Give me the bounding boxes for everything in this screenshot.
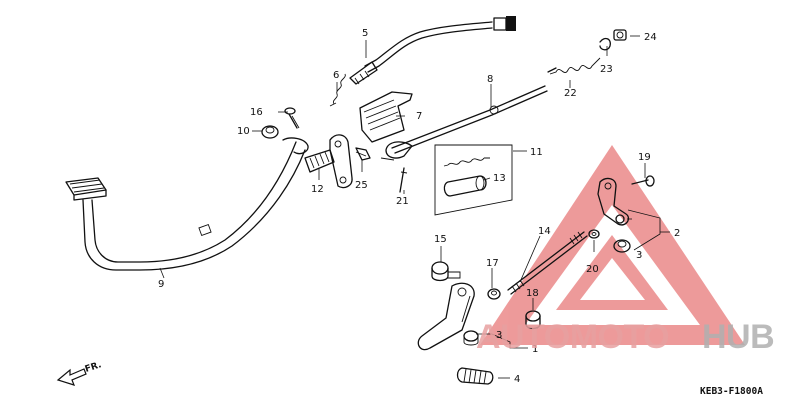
brake-lever-1 <box>417 282 475 351</box>
callout-1: 1 <box>532 344 538 355</box>
callout-7: 7 <box>416 111 422 122</box>
clip-23 <box>599 37 611 51</box>
brake-pedal <box>65 137 309 271</box>
watermark-text-automoto: AUTOMOTO <box>476 318 669 356</box>
callout-3-upper: 3 <box>636 250 642 261</box>
spring-6 <box>329 73 346 107</box>
front-direction-arrow: FR. <box>56 360 103 386</box>
callout-14: 14 <box>538 226 551 237</box>
callout-18: 18 <box>526 288 539 299</box>
leader-lines <box>159 35 670 379</box>
callout-17: 17 <box>486 258 499 269</box>
bolt-16 <box>284 107 300 129</box>
watermark-logo <box>480 145 745 345</box>
watermark-triangle-center <box>580 258 645 300</box>
callout-labels: 5 6 7 8 9 10 11 12 13 14 15 16 17 18 19 … <box>158 28 680 385</box>
callout-21: 21 <box>396 196 409 207</box>
collar-3-lower <box>463 330 479 346</box>
callout-10: 10 <box>237 126 250 137</box>
pedal-arm-25 <box>329 134 371 189</box>
callout-23: 23 <box>600 64 613 75</box>
spring-4 <box>456 367 494 385</box>
diagram-code: KEB3-F1800A <box>700 386 763 397</box>
front-marker-label: FR. <box>84 360 103 375</box>
spring-kit-11 <box>434 144 513 216</box>
callout-20: 20 <box>586 264 599 275</box>
collar-18 <box>525 310 541 330</box>
spring-22 <box>547 57 601 75</box>
callout-15: 15 <box>434 234 447 245</box>
callout-22: 22 <box>564 88 577 99</box>
stop-switch-5 <box>349 16 516 85</box>
pin-21 <box>399 167 408 193</box>
callout-11: 11 <box>530 147 543 158</box>
brake-arm-2 <box>597 177 630 226</box>
callout-4: 4 <box>514 374 520 385</box>
callout-19: 19 <box>638 152 651 163</box>
collar-3-upper <box>613 239 631 253</box>
brake-rod-8 <box>380 85 548 161</box>
nut-17 <box>487 288 501 300</box>
pivot-shaft-12 <box>304 149 335 173</box>
callout-16: 16 <box>250 107 263 118</box>
callout-3-lower: 3 <box>496 330 502 341</box>
pivot-bolt-15 <box>431 261 461 282</box>
brake-switch-7 <box>359 91 413 143</box>
callout-24: 24 <box>644 32 657 43</box>
washer-20 <box>588 229 600 239</box>
bolt-19 <box>631 175 655 187</box>
callout-6: 6 <box>333 70 339 81</box>
callout-8: 8 <box>487 74 493 85</box>
callout-13: 13 <box>493 173 506 184</box>
callout-5: 5 <box>362 28 368 39</box>
callout-2: 2 <box>674 228 680 239</box>
nut-24 <box>613 29 627 41</box>
callout-9: 9 <box>158 279 164 290</box>
nut-10 <box>261 125 279 139</box>
callout-25: 25 <box>355 180 368 191</box>
callout-12: 12 <box>311 184 324 195</box>
watermark-text: AUTOMOTO HUB <box>476 318 775 356</box>
watermark-text-hub: HUB <box>702 318 774 356</box>
